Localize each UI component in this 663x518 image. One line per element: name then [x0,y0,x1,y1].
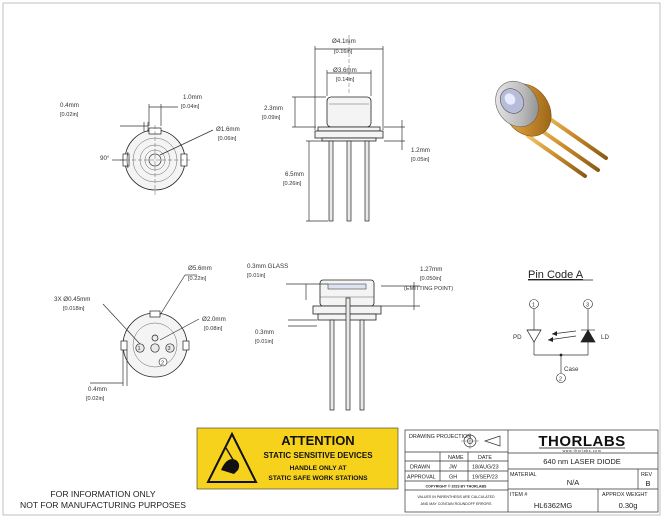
bottom-pin-dia: 3X Ø0.45mm [54,296,90,303]
side-pin-len: 6.5mm [285,171,304,178]
end-view: 0.4mm [0.02in] 1.0mm [0.04in] Ø1.6mm [0.… [60,94,240,195]
bottom-pin3-label: 3 [168,346,171,352]
bottom-dia-body-in: [0.22in] [188,276,207,282]
attention-line3: STATIC SAFE WORK STATIONS [268,475,368,482]
bottom-pin2-label: 2 [161,361,164,367]
side-dia-top: Ø4.1mm [332,38,356,45]
title-block: DRAWING PROJECTION NAME DATE DRAWN JW 18… [404,429,659,513]
tb-description: 640 nm LASER DIODE [543,457,621,466]
end-angle: 90° [100,155,110,162]
tb-item-label: ITEM # [510,492,527,498]
bottom-notch-in: [0.02in] [86,396,105,402]
side-dia-top-in: [0.16in] [334,49,353,55]
section-glass-in: [0.01in] [247,273,266,279]
tb-name-hdr: NAME [448,455,464,461]
side-cap-h: 2.3mm [264,105,283,112]
end-dim-top: 1.0mm [183,94,202,101]
attention-title: ATTENTION [281,433,354,448]
tb-drawn-date: 18/AUG/23 [472,465,499,471]
pin-code-title: Pin Code A [528,269,584,281]
disclaimer-line2: NOT FOR MANUFACTURING PURPOSES [20,500,186,510]
end-dim-dia-in: [0.06in] [218,136,237,142]
side-dia-cap: Ø3.6mm [333,67,357,74]
section-base-in: [0.01in] [255,339,274,345]
pc-pin3: 3 [586,303,589,309]
side-view: Ø4.1mm [0.16in] Ø3.6mm [0.14in] 2.3mm [0… [262,35,430,222]
bottom-dia-body: Ø5.6mm [188,265,212,272]
side-cap-h-in: [0.09in] [262,115,281,121]
bottom-view: 1 3 2 Ø5.6mm [0.22in] 3X Ø0.45mm [0.018i… [54,265,226,402]
tb-date-hdr: DATE [478,455,492,461]
tb-rev-label: REV [641,472,652,478]
tb-item: HL6362MG [534,501,573,510]
pin-code-schematic: Pin Code A 1 3 PD LD Case 2 [513,269,609,383]
pc-case: Case [564,366,579,373]
section-emit: 1.27mm [420,266,442,273]
section-emit-in: [0.050in] [420,276,442,282]
side-pin-len-in: [0.26in] [283,181,302,187]
side-flange: 1.2mm [411,147,430,154]
side-dia-cap-in: [0.14in] [336,77,355,83]
tb-weight-label: APPROX WEIGHT [602,492,648,498]
section-emit-note: (EMITTING POINT) [404,286,453,292]
side-flange-in: [0.05in] [411,157,430,163]
tb-note2: AND MAY CONTAIN ROUNDOFF ERRORS [421,502,492,506]
tb-material-label: MATERIAL [510,472,537,478]
tb-drawing-projection: DRAWING PROJECTION [409,434,471,440]
bottom-pin-dia-in: [0.018in] [63,306,85,312]
bottom-pin1-label: 1 [138,346,141,352]
projection-symbol-icon [461,433,501,449]
tb-material: N/A [567,478,580,487]
tb-rev: B [645,479,650,488]
section-base: 0.3mm [255,329,274,336]
tb-website: www.thorlabs.com [563,449,602,453]
pc-pin2: 2 [559,377,562,383]
bottom-pin-circle-in: [0.08in] [204,326,223,332]
tb-approval-name: GH [449,475,457,481]
disclaimer-line1: FOR INFORMATION ONLY [50,489,155,499]
attention-label: ATTENTION STATIC SENSITIVE DEVICES HANDL… [196,427,399,490]
bottom-pin-circle: Ø2.0mm [202,316,226,323]
pc-pin1: 1 [532,303,535,309]
tb-weight: 0.30g [619,501,638,510]
end-dim-top-in: [0.04in] [181,104,200,110]
pc-ld: LD [601,334,609,341]
bottom-notch: 0.4mm [88,386,107,393]
tb-drawn-label: DRAWN [410,465,430,471]
end-dim-dia: Ø1.6mm [216,126,240,133]
tb-approval-date: 19/SEP/23 [472,475,498,481]
section-view: 0.3mm GLASS [0.01in] 1.27mm [0.050in] (E… [247,263,453,411]
laser-diode-illustration [495,80,608,178]
tb-copyright: COPYRIGHT © 2023 BY THORLABS [426,485,487,489]
disclaimer: FOR INFORMATION ONLY NOT FOR MANUFACTURI… [20,489,186,510]
attention-line2: HANDLE ONLY AT [290,465,347,472]
end-dim-left-in: [0.02in] [60,112,79,118]
pc-pd: PD [513,334,522,341]
tb-drawn-name: JW [449,465,458,471]
section-glass: 0.3mm GLASS [247,263,288,270]
thorlabs-logo: THORLABS [538,433,625,450]
end-dim-left: 0.4mm [60,102,79,109]
tb-approval-label: APPROVAL [407,475,436,481]
attention-line1: STATIC SENSITIVE DEVICES [263,451,373,460]
tb-note1: VALUES IN PARENTHESIS ARE CALCULATED [417,495,495,499]
